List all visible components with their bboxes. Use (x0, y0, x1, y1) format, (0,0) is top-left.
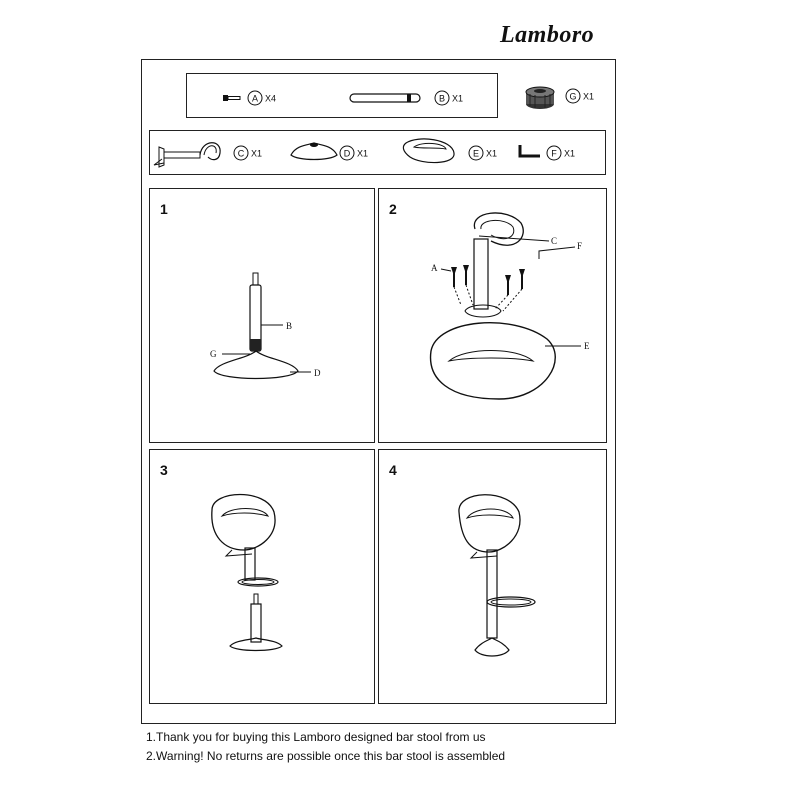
parts-box-bottom: C X1 D X1 E X1 F X1 (149, 130, 606, 175)
step-1-label-b: B (286, 321, 292, 331)
part-f-callout (546, 145, 562, 161)
step-1-label-g: G (210, 349, 217, 359)
step-2-number: 2 (389, 201, 397, 217)
part-f-letter: F (551, 149, 557, 159)
part-d-letter: D (344, 149, 351, 159)
part-g-callout (565, 88, 581, 104)
base-plate-drawing (213, 350, 299, 380)
step-4-panel: 4 (378, 449, 607, 704)
step-3-number: 3 (160, 462, 168, 478)
step-2-drawing: C F A E (429, 212, 590, 400)
step-3-drawing (211, 493, 283, 652)
seat-shell-drawing (429, 322, 556, 400)
brand-logo: Lamboro (500, 22, 595, 48)
assembled-stool-drawing (458, 494, 536, 657)
part-b-callout (434, 90, 450, 106)
part-f-qty: X1 (564, 149, 575, 159)
step-1-panel: 1 B G D (149, 188, 375, 443)
step-4-number: 4 (389, 462, 397, 478)
cylinder-cap-icon (525, 86, 555, 109)
gas-lift-tube-drawing (249, 272, 262, 352)
note-warning: 2.Warning! No returns are possible once … (146, 749, 506, 763)
step-2-label-e: E (584, 341, 590, 351)
seat-mechanism-lever-icon (153, 142, 221, 168)
part-c-qty: X1 (251, 149, 262, 159)
parts-row-bottom-drawing: C X1 D X1 E X1 F X1 (153, 138, 575, 168)
part-e-callout (468, 145, 484, 161)
step-2-panel: 2 C F A E (378, 188, 607, 443)
part-a-callout (247, 90, 263, 106)
part-d-qty: X1 (357, 149, 368, 159)
step-2-label-f: F (577, 241, 582, 251)
step-1-drawing: B G D (210, 272, 321, 380)
allen-key-icon (518, 145, 540, 158)
step-2-label-a: A (431, 263, 438, 273)
base-assembly-drawing (229, 593, 283, 652)
part-g-qty: X1 (583, 92, 594, 102)
bolts-drawing (451, 265, 525, 312)
part-e-qty: X1 (486, 149, 497, 159)
seat-shell-icon (402, 138, 455, 164)
seat-assembly-drawing (211, 493, 279, 587)
step-4-drawing (458, 494, 536, 657)
step-3-panel: 3 (149, 449, 375, 704)
part-g-group: G X1 (525, 86, 594, 109)
instruction-frame (141, 59, 616, 724)
base-plate-icon (290, 142, 338, 161)
part-c-callout (233, 145, 249, 161)
part-e-letter: E (473, 149, 479, 159)
part-a-qty: X4 (265, 94, 276, 104)
lever-mechanism-drawing (464, 212, 524, 318)
step-1-label-d: D (314, 368, 321, 378)
step-2-label-c: C (551, 236, 557, 246)
note-thanks: 1.Thank you for buying this Lamboro desi… (146, 730, 486, 744)
parts-row-top-drawing: A X4 B X1 (223, 90, 463, 106)
parts-box-top: A X4 B X1 (186, 73, 498, 118)
part-d-callout (339, 145, 355, 161)
bolt-icon (223, 95, 241, 101)
part-g-letter: G (569, 92, 576, 102)
part-b-qty: X1 (452, 94, 463, 104)
part-a-letter: A (252, 94, 258, 104)
part-c-letter: C (238, 149, 245, 159)
step-1-number: 1 (160, 201, 168, 217)
gas-lift-tube-icon (349, 93, 421, 103)
part-b-letter: B (439, 94, 445, 104)
